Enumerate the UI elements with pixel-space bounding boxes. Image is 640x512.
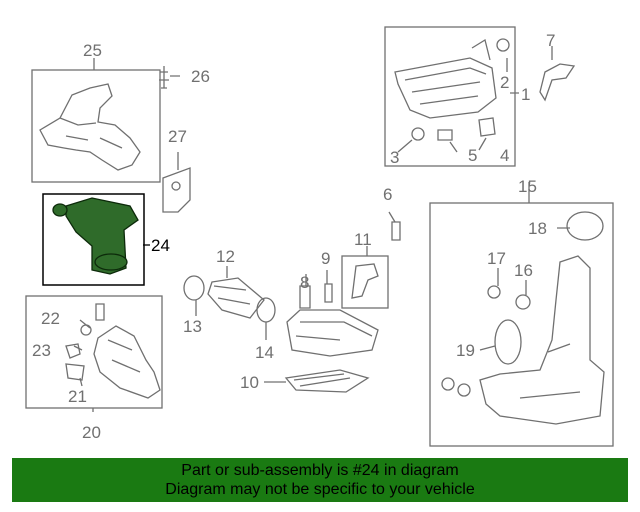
callout-22[interactable]: 22: [41, 309, 60, 328]
callout-9[interactable]: 9: [321, 249, 330, 268]
callout-20[interactable]: 20: [82, 423, 101, 442]
callout-12[interactable]: 12: [216, 247, 235, 266]
callout-3[interactable]: 3: [390, 148, 399, 167]
callout-4[interactable]: 4: [500, 146, 509, 165]
banner-line-2: Diagram may not be specific to your vehi…: [165, 481, 475, 498]
group-box-25: [31, 69, 161, 183]
part-notice-banner: Part or sub-assembly is #24 in diagram D…: [12, 458, 628, 502]
callout-24[interactable]: 24: [151, 236, 170, 255]
callout-11[interactable]: 11: [354, 230, 372, 249]
callout-7[interactable]: 7: [546, 31, 555, 50]
part-27-bracket: [162, 167, 191, 213]
callout-18[interactable]: 18: [528, 219, 547, 238]
callout-1[interactable]: 1: [521, 85, 530, 104]
part-24-duct-highlight[interactable]: [52, 197, 139, 275]
callout-17[interactable]: 17: [487, 249, 506, 268]
banner-line-1: Part or sub-assembly is #24 in diagram: [181, 462, 459, 479]
selected-part-box: [42, 193, 145, 286]
callout-23[interactable]: 23: [32, 341, 51, 360]
part-15-duct: [479, 255, 605, 425]
callout-14[interactable]: 14: [255, 343, 274, 362]
callout-21[interactable]: 21: [68, 387, 87, 406]
part-airbox: [286, 309, 379, 357]
callout-5[interactable]: 5: [468, 146, 477, 165]
group-box-11: [341, 255, 389, 309]
callout-25[interactable]: 25: [83, 41, 102, 60]
callout-27[interactable]: 27: [168, 127, 187, 146]
part-20-duct: [93, 325, 161, 399]
group-box-15: [429, 202, 614, 447]
group-box-1: [384, 26, 516, 167]
callout-8[interactable]: 8: [300, 273, 309, 292]
callout-13[interactable]: 13: [183, 317, 202, 336]
callout-19[interactable]: 19: [456, 341, 475, 360]
callout-15[interactable]: 15: [518, 177, 537, 196]
callout-16[interactable]: 16: [514, 261, 533, 280]
part-25-bracket: [39, 83, 141, 171]
group-box-20: [25, 295, 163, 409]
callout-26[interactable]: 26: [191, 67, 210, 86]
part-26-clip: [159, 66, 169, 89]
part-1-cleaner: [394, 38, 497, 119]
callout-6[interactable]: 6: [383, 185, 392, 204]
callout-10[interactable]: 10: [240, 373, 259, 392]
callout-2[interactable]: 2: [500, 73, 509, 92]
